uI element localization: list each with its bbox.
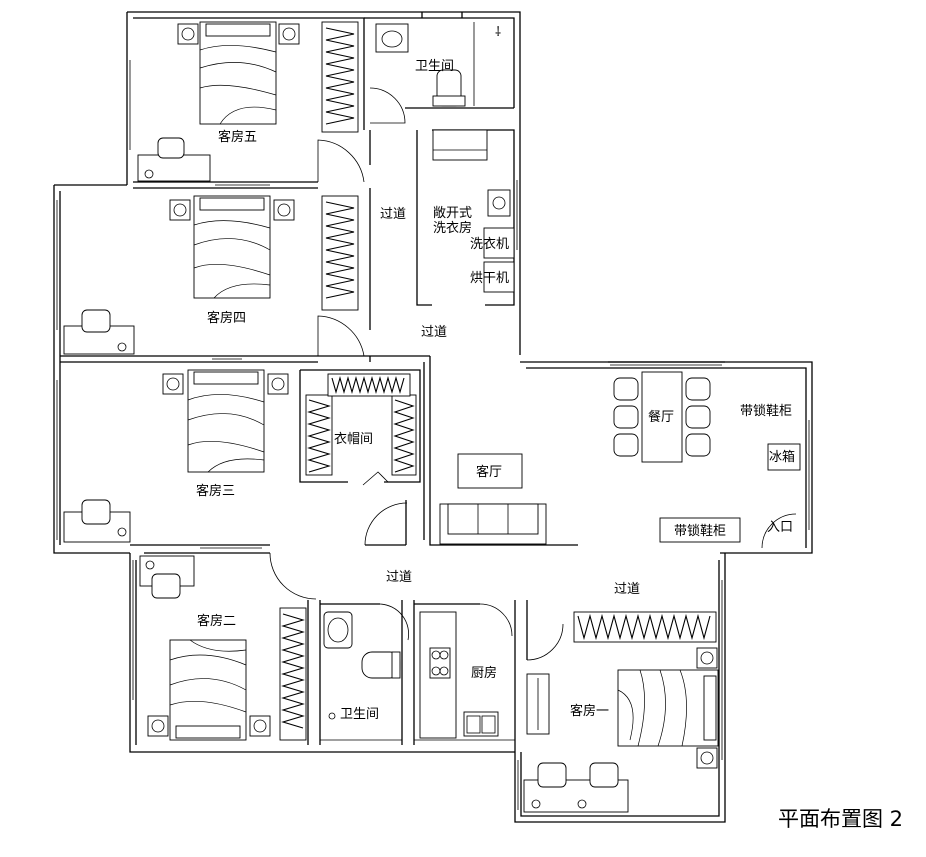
wardrobe-guest2 bbox=[279, 607, 307, 741]
svg-text:⸸: ⸸ bbox=[495, 25, 501, 40]
walls bbox=[53, 11, 813, 823]
wardrobe-guest5 bbox=[321, 21, 359, 133]
desk-guest2 bbox=[139, 555, 195, 599]
doors bbox=[269, 87, 797, 661]
bed-guest5 bbox=[177, 21, 300, 125]
label-corridor-mid: 过道 bbox=[421, 325, 447, 340]
bed-guest2 bbox=[147, 639, 271, 741]
label-corridor-right: 过道 bbox=[614, 582, 640, 597]
desk-guest5 bbox=[137, 137, 211, 182]
kitchen-fixtures bbox=[419, 611, 499, 739]
label-guest2: 客房二 bbox=[197, 613, 236, 629]
wardrobe-guest1 bbox=[573, 611, 717, 643]
living-box bbox=[457, 453, 523, 489]
desk-guest1 bbox=[523, 762, 629, 813]
label-living: 客厅 bbox=[476, 464, 502, 480]
desk-guest3 bbox=[63, 499, 131, 543]
label-entrance: 入口 bbox=[767, 520, 793, 535]
label-corridor-top: 过道 bbox=[380, 207, 406, 222]
bath-top-fixtures: ⸸ bbox=[375, 22, 501, 107]
desk-guest4 bbox=[63, 309, 135, 355]
cloakroom-fixtures bbox=[299, 369, 421, 483]
label-kitchen: 厨房 bbox=[471, 665, 497, 681]
plan-title: 平面布置图 2 bbox=[778, 807, 903, 831]
label-guest3: 客房三 bbox=[196, 483, 235, 499]
bed-guest3 bbox=[162, 369, 289, 473]
bath-bottom-fixtures bbox=[323, 611, 401, 720]
label-dining: 餐厅 bbox=[648, 409, 674, 425]
label-corridor-lower: 过道 bbox=[386, 570, 412, 585]
bed-guest1 bbox=[617, 647, 719, 769]
label-washer: 洗衣机 bbox=[470, 236, 509, 252]
laundry-fixtures bbox=[432, 129, 515, 293]
dining-set bbox=[613, 371, 711, 463]
label-bath-bottom: 卫生间 bbox=[340, 707, 379, 722]
room-labels: 客房五 客房四 客房三 客房二 客房一 卫生间 卫生间 敞开式 洗衣房 洗衣机 … bbox=[196, 59, 903, 831]
label-guest1: 客房一 bbox=[570, 703, 609, 719]
label-shoe-cabinet-right: 带锁鞋柜 bbox=[740, 403, 792, 419]
label-dryer: 烘干机 bbox=[470, 271, 509, 286]
wardrobe-guest4 bbox=[321, 195, 359, 311]
label-guest5: 客房五 bbox=[218, 129, 257, 145]
bed-guest4 bbox=[169, 195, 295, 299]
label-cloakroom: 衣帽间 bbox=[334, 431, 373, 447]
sofa bbox=[439, 503, 547, 545]
label-fridge: 冰箱 bbox=[769, 449, 795, 465]
label-bath-top: 卫生间 bbox=[415, 59, 454, 74]
label-laundry-1: 敞开式 bbox=[433, 205, 472, 221]
label-guest4: 客房四 bbox=[207, 310, 246, 326]
label-shoe-cabinet-bottom: 带锁鞋柜 bbox=[674, 523, 726, 539]
cabinets bbox=[526, 443, 801, 735]
label-laundry-2: 洗衣房 bbox=[433, 220, 472, 236]
